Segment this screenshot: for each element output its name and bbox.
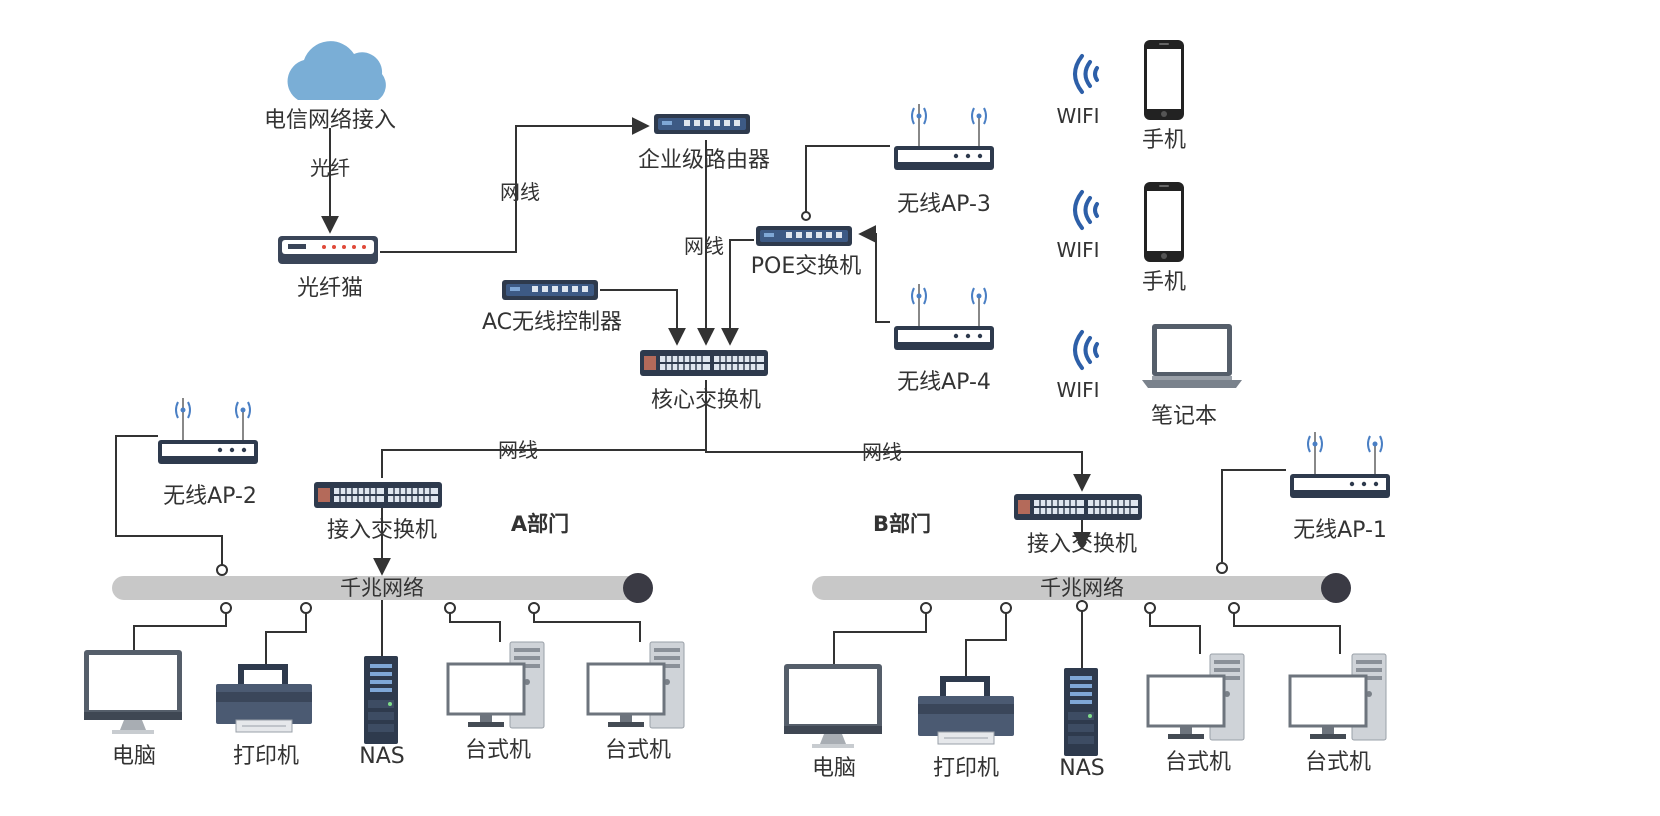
wifi-icon-2 (1073, 190, 1099, 230)
label-telecom: 电信网络接入 (263, 108, 397, 133)
label-access-b: 接入交换机 (1026, 532, 1138, 557)
bus-a (112, 573, 653, 603)
ap1-icon (1289, 431, 1391, 499)
ac-controller-icon (502, 280, 598, 300)
access-switch-b-icon (1013, 493, 1143, 521)
label-router: 企业级路由器 (637, 148, 771, 173)
label-dept-a: A部门 (510, 512, 570, 536)
label-bus-a: 千兆网络 (340, 576, 424, 600)
phone-icon-2 (1144, 182, 1184, 262)
label-desktop-a2: 台式机 (604, 738, 672, 763)
printer-b-icon (917, 675, 1015, 745)
label-ap1: 无线AP-1 (1293, 518, 1387, 543)
cloud-icon (287, 41, 386, 100)
ap3-icon (893, 103, 995, 171)
label-wifi-1: WIFI (1056, 104, 1100, 128)
label-poe: POE交换机 (750, 254, 862, 279)
label-ap2: 无线AP-2 (163, 484, 257, 509)
desktop-b1-icon (1146, 652, 1246, 742)
label-phone-2: 手机 (1141, 270, 1187, 295)
pc-a-icon (84, 650, 182, 734)
bus-b (812, 573, 1351, 603)
label-wifi-2: WIFI (1056, 238, 1100, 262)
core-switch-icon (639, 349, 769, 377)
label-phone-1: 手机 (1141, 128, 1187, 153)
label-dept-b: B部门 (872, 512, 932, 536)
label-fiber: 光纤 (310, 156, 350, 180)
wifi-icon-1 (1073, 54, 1099, 94)
label-printer-a: 打印机 (232, 744, 300, 769)
label-cable-core: 网线 (684, 234, 724, 258)
desktop-b2-icon (1288, 652, 1388, 742)
label-nas-b: NAS (1059, 756, 1105, 781)
poe-switch-icon (756, 226, 852, 246)
label-nas-a: NAS (359, 744, 405, 769)
label-access-a: 接入交换机 (326, 518, 438, 543)
printer-a-icon (215, 663, 313, 733)
nas-a-icon (364, 656, 398, 744)
label-desktop-b1: 台式机 (1164, 750, 1232, 775)
label-ap3: 无线AP-3 (897, 192, 991, 217)
label-core: 核心交换机 (650, 388, 762, 413)
label-printer-b: 打印机 (932, 756, 1000, 781)
desktop-a2-icon (586, 640, 686, 730)
label-cable-router: 网线 (500, 180, 540, 204)
label-cable-a: 网线 (498, 438, 538, 462)
bus-end-a (623, 573, 653, 603)
label-laptop: 笔记本 (1150, 404, 1218, 429)
label-desktop-a1: 台式机 (464, 738, 532, 763)
ap4-icon (893, 283, 995, 351)
router-icon (654, 114, 750, 134)
nas-b-icon (1064, 668, 1098, 756)
label-modem: 光纤猫 (296, 276, 364, 301)
connection-lines (115, 117, 1341, 676)
laptop-icon (1142, 324, 1242, 388)
pc-b-icon (784, 664, 882, 748)
label-cable-b: 网线 (862, 440, 902, 464)
label-desktop-b2: 台式机 (1304, 750, 1372, 775)
access-switch-a-icon (313, 481, 443, 509)
fiber-modem-icon (278, 236, 378, 264)
label-pc-b: 电脑 (811, 756, 857, 781)
label-wifi-3: WIFI (1056, 378, 1100, 402)
label-pc-a: 电脑 (111, 744, 157, 769)
label-bus-b: 千兆网络 (1040, 576, 1124, 600)
ap2-icon (157, 397, 259, 465)
desktop-a1-icon (446, 640, 546, 730)
phone-icon-1 (1144, 40, 1184, 120)
wifi-icon-3 (1073, 330, 1099, 370)
bus-end-b (1321, 573, 1351, 603)
label-ap4: 无线AP-4 (897, 370, 991, 395)
label-ac: AC无线控制器 (481, 310, 623, 335)
